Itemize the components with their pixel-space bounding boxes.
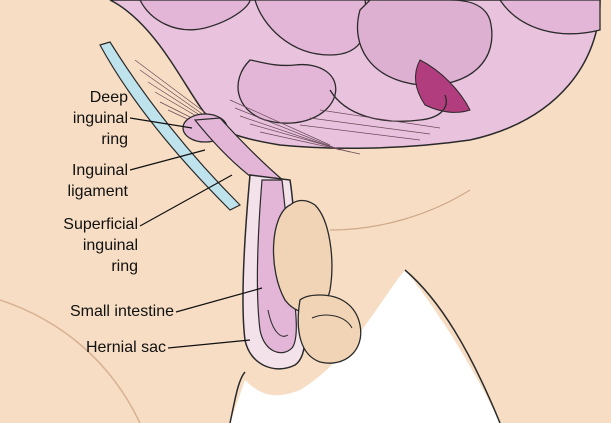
intestine-loop-5 — [238, 60, 336, 123]
